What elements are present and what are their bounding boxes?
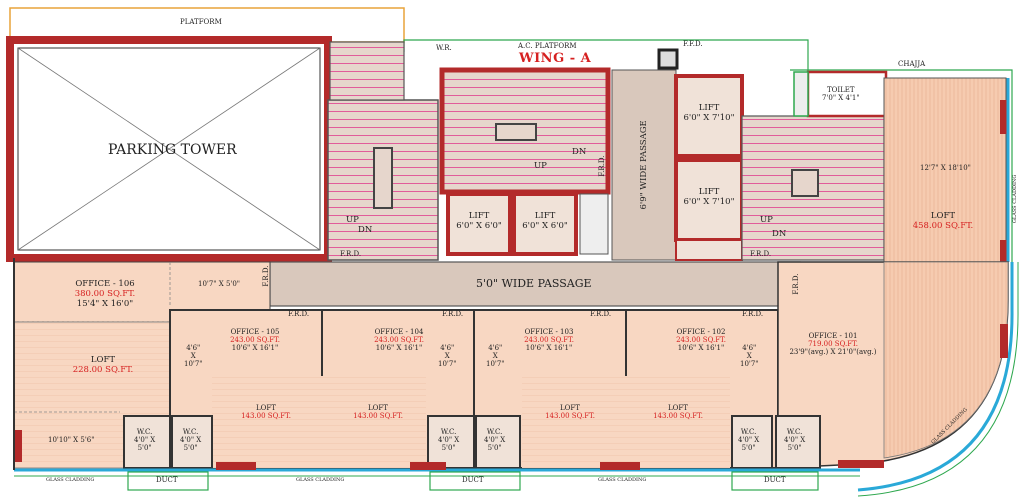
frd-label-1: F.R.D.: [340, 250, 362, 258]
stair-dn-right: DN: [772, 229, 787, 239]
ac-platform-label: A.C. PLATFORM: [518, 42, 577, 50]
frd-label-3: F.R.D.: [597, 155, 606, 177]
vertical-passage-label: 6'9" WIDE PASSAGE: [639, 120, 650, 210]
wing-title: WING - A: [519, 51, 592, 66]
lift-2: [512, 192, 578, 256]
horizontal-passage: [269, 261, 801, 307]
frd-label-4: F.R.D.: [261, 265, 270, 287]
glass-cladding-3: GLASS CLADDING: [598, 477, 647, 483]
lift-1: [446, 192, 512, 256]
vertical-passage: [611, 69, 677, 261]
ffd-shaft: [657, 48, 679, 70]
duct-2: DUCT: [462, 476, 484, 484]
horizontal-passage-label: 5'0" WIDE PASSAGE: [476, 277, 592, 290]
stair-up-core: UP: [534, 161, 547, 171]
lift-3: [674, 74, 744, 158]
frd-label-9: F.R.D.: [742, 310, 764, 318]
stair-dn-core: DN: [572, 147, 587, 157]
frd-label-6: F.R.D.: [288, 310, 310, 318]
chajja-outline: [790, 69, 1013, 262]
frd-label-8: F.R.D.: [590, 310, 612, 318]
frd-label-5: F.R.D.: [791, 273, 800, 295]
chajja-label: CHAJJA: [898, 60, 926, 68]
glass-cladding-4: GLASS CLADDING: [1012, 174, 1019, 224]
frd-label-7: F.R.D.: [442, 310, 464, 318]
duct-3: DUCT: [764, 476, 786, 484]
glass-cladding-1: GLASS CLADDING: [46, 477, 95, 483]
ffd-label: F.F.D.: [683, 40, 703, 48]
toilet-room: [806, 70, 888, 118]
duct-1: DUCT: [156, 476, 178, 484]
stair-up-right: UP: [760, 215, 773, 225]
frd-label-2: F.R.D.: [750, 250, 772, 258]
stair-up-left: UP: [346, 215, 359, 225]
loft-106-extra: 10'10" X 5'6": [48, 436, 95, 444]
stair-dn-left: DN: [358, 225, 373, 235]
office-106-extra: 10'7" X 5'0": [198, 280, 240, 288]
wr-label: W.R.: [436, 44, 452, 52]
loft-right-size: 12'7" X 18'10": [920, 164, 971, 172]
parking-tower-label: PARKING TOWER: [108, 142, 237, 158]
glass-cladding-2: GLASS CLADDING: [296, 477, 345, 483]
staircase-top: [329, 41, 405, 101]
platform-label: PLATFORM: [180, 18, 222, 26]
loft-deck-right: [883, 77, 1007, 263]
